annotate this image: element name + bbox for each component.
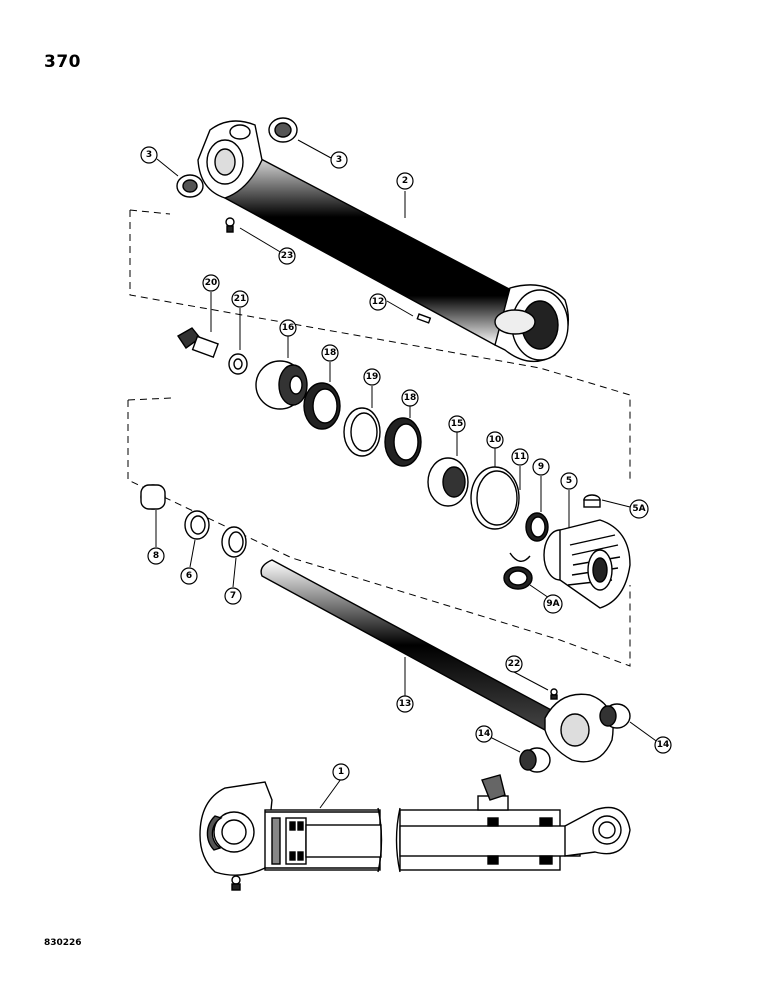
callout-11: 11 xyxy=(511,448,529,466)
rod-bushing xyxy=(140,484,166,510)
set-screw xyxy=(416,313,432,324)
callout-label-23: 23 xyxy=(281,251,294,261)
callout-label-1: 1 xyxy=(338,767,344,777)
snap-ring-a xyxy=(184,510,210,540)
callout-7: 7 xyxy=(224,587,242,605)
callout-15: 15 xyxy=(448,415,466,433)
callout-5: 5 xyxy=(560,472,578,490)
callout-9a: 9A xyxy=(543,594,563,614)
washer xyxy=(228,353,248,375)
backup-ring xyxy=(509,552,531,562)
callout-19: 19 xyxy=(363,368,381,386)
callout-label-16: 16 xyxy=(282,323,295,333)
reference-code: 830226 xyxy=(44,938,82,948)
callout-label-15: 15 xyxy=(451,419,464,429)
callout-13: 13 xyxy=(396,695,414,713)
rod-seal xyxy=(525,512,549,542)
o-ring xyxy=(470,466,520,530)
callout-23: 23 xyxy=(278,247,296,265)
guide-line-lower xyxy=(127,400,631,667)
callout-label-9: 9 xyxy=(538,462,544,472)
callout-label-14b: 14 xyxy=(657,740,670,750)
callout-label-20: 20 xyxy=(205,278,218,288)
callout-20: 20 xyxy=(202,274,220,292)
rod-eye-bushing-right xyxy=(599,703,631,729)
callout-5a: 5A xyxy=(629,499,649,519)
leader-lines xyxy=(155,139,660,809)
callout-9: 9 xyxy=(532,458,550,476)
grease-fitting xyxy=(225,217,235,233)
bushing-right xyxy=(268,117,298,143)
callout-label-7: 7 xyxy=(230,591,236,601)
callout-label-13: 13 xyxy=(399,699,412,709)
callout-label-12: 12 xyxy=(372,297,385,307)
guide-line-lower-top xyxy=(127,397,173,401)
callout-1: 1 xyxy=(332,763,350,781)
callout-8: 8 xyxy=(147,547,165,565)
callout-label-21: 21 xyxy=(234,294,247,304)
cylinder-cutaway-assembly xyxy=(199,774,631,891)
callout-3a: 3 xyxy=(140,146,158,164)
callout-label-9a: 9A xyxy=(546,599,559,609)
callout-3b: 3 xyxy=(330,151,348,169)
callout-label-2: 2 xyxy=(402,176,408,186)
wiper-seal xyxy=(503,566,533,590)
wear-ring xyxy=(343,407,381,457)
guide-line-upper-top xyxy=(129,209,171,215)
callout-18a: 18 xyxy=(321,344,339,362)
page-number: 370 xyxy=(44,52,81,72)
retainer xyxy=(427,457,469,507)
callout-label-3b: 3 xyxy=(336,155,342,165)
callout-14a: 14 xyxy=(475,725,493,743)
callout-label-3a: 3 xyxy=(146,150,152,160)
callout-16: 16 xyxy=(279,319,297,337)
callout-label-22: 22 xyxy=(508,659,521,669)
callout-label-18b: 18 xyxy=(404,393,417,403)
rod-eye-bushing-left xyxy=(519,747,551,773)
callout-label-5: 5 xyxy=(566,476,572,486)
piston-rod xyxy=(260,559,614,763)
callout-label-6: 6 xyxy=(186,571,192,581)
callout-18b: 18 xyxy=(401,389,419,407)
callout-label-8: 8 xyxy=(153,551,159,561)
callout-2: 2 xyxy=(396,172,414,190)
cylinder-barrel xyxy=(197,120,569,363)
callout-10: 10 xyxy=(486,431,504,449)
bushing-left xyxy=(176,174,204,198)
seal-ring-b xyxy=(384,417,422,467)
callout-21: 21 xyxy=(231,290,249,308)
callout-label-19: 19 xyxy=(366,372,379,382)
callout-6: 6 xyxy=(180,567,198,585)
callout-label-5a: 5A xyxy=(632,504,645,514)
seal-ring-a xyxy=(303,382,341,430)
rod-grease-fitting xyxy=(550,688,558,700)
bolt xyxy=(177,327,219,358)
cylinder-head xyxy=(543,519,631,609)
callout-label-10: 10 xyxy=(489,435,502,445)
callout-label-11: 11 xyxy=(514,452,527,462)
callout-12: 12 xyxy=(369,293,387,311)
callout-label-18a: 18 xyxy=(324,348,337,358)
piston xyxy=(255,360,308,410)
snap-ring-b xyxy=(221,526,247,558)
callout-label-14a: 14 xyxy=(478,729,491,739)
callout-22: 22 xyxy=(505,655,523,673)
callout-14b: 14 xyxy=(654,736,672,754)
plug xyxy=(583,494,601,508)
